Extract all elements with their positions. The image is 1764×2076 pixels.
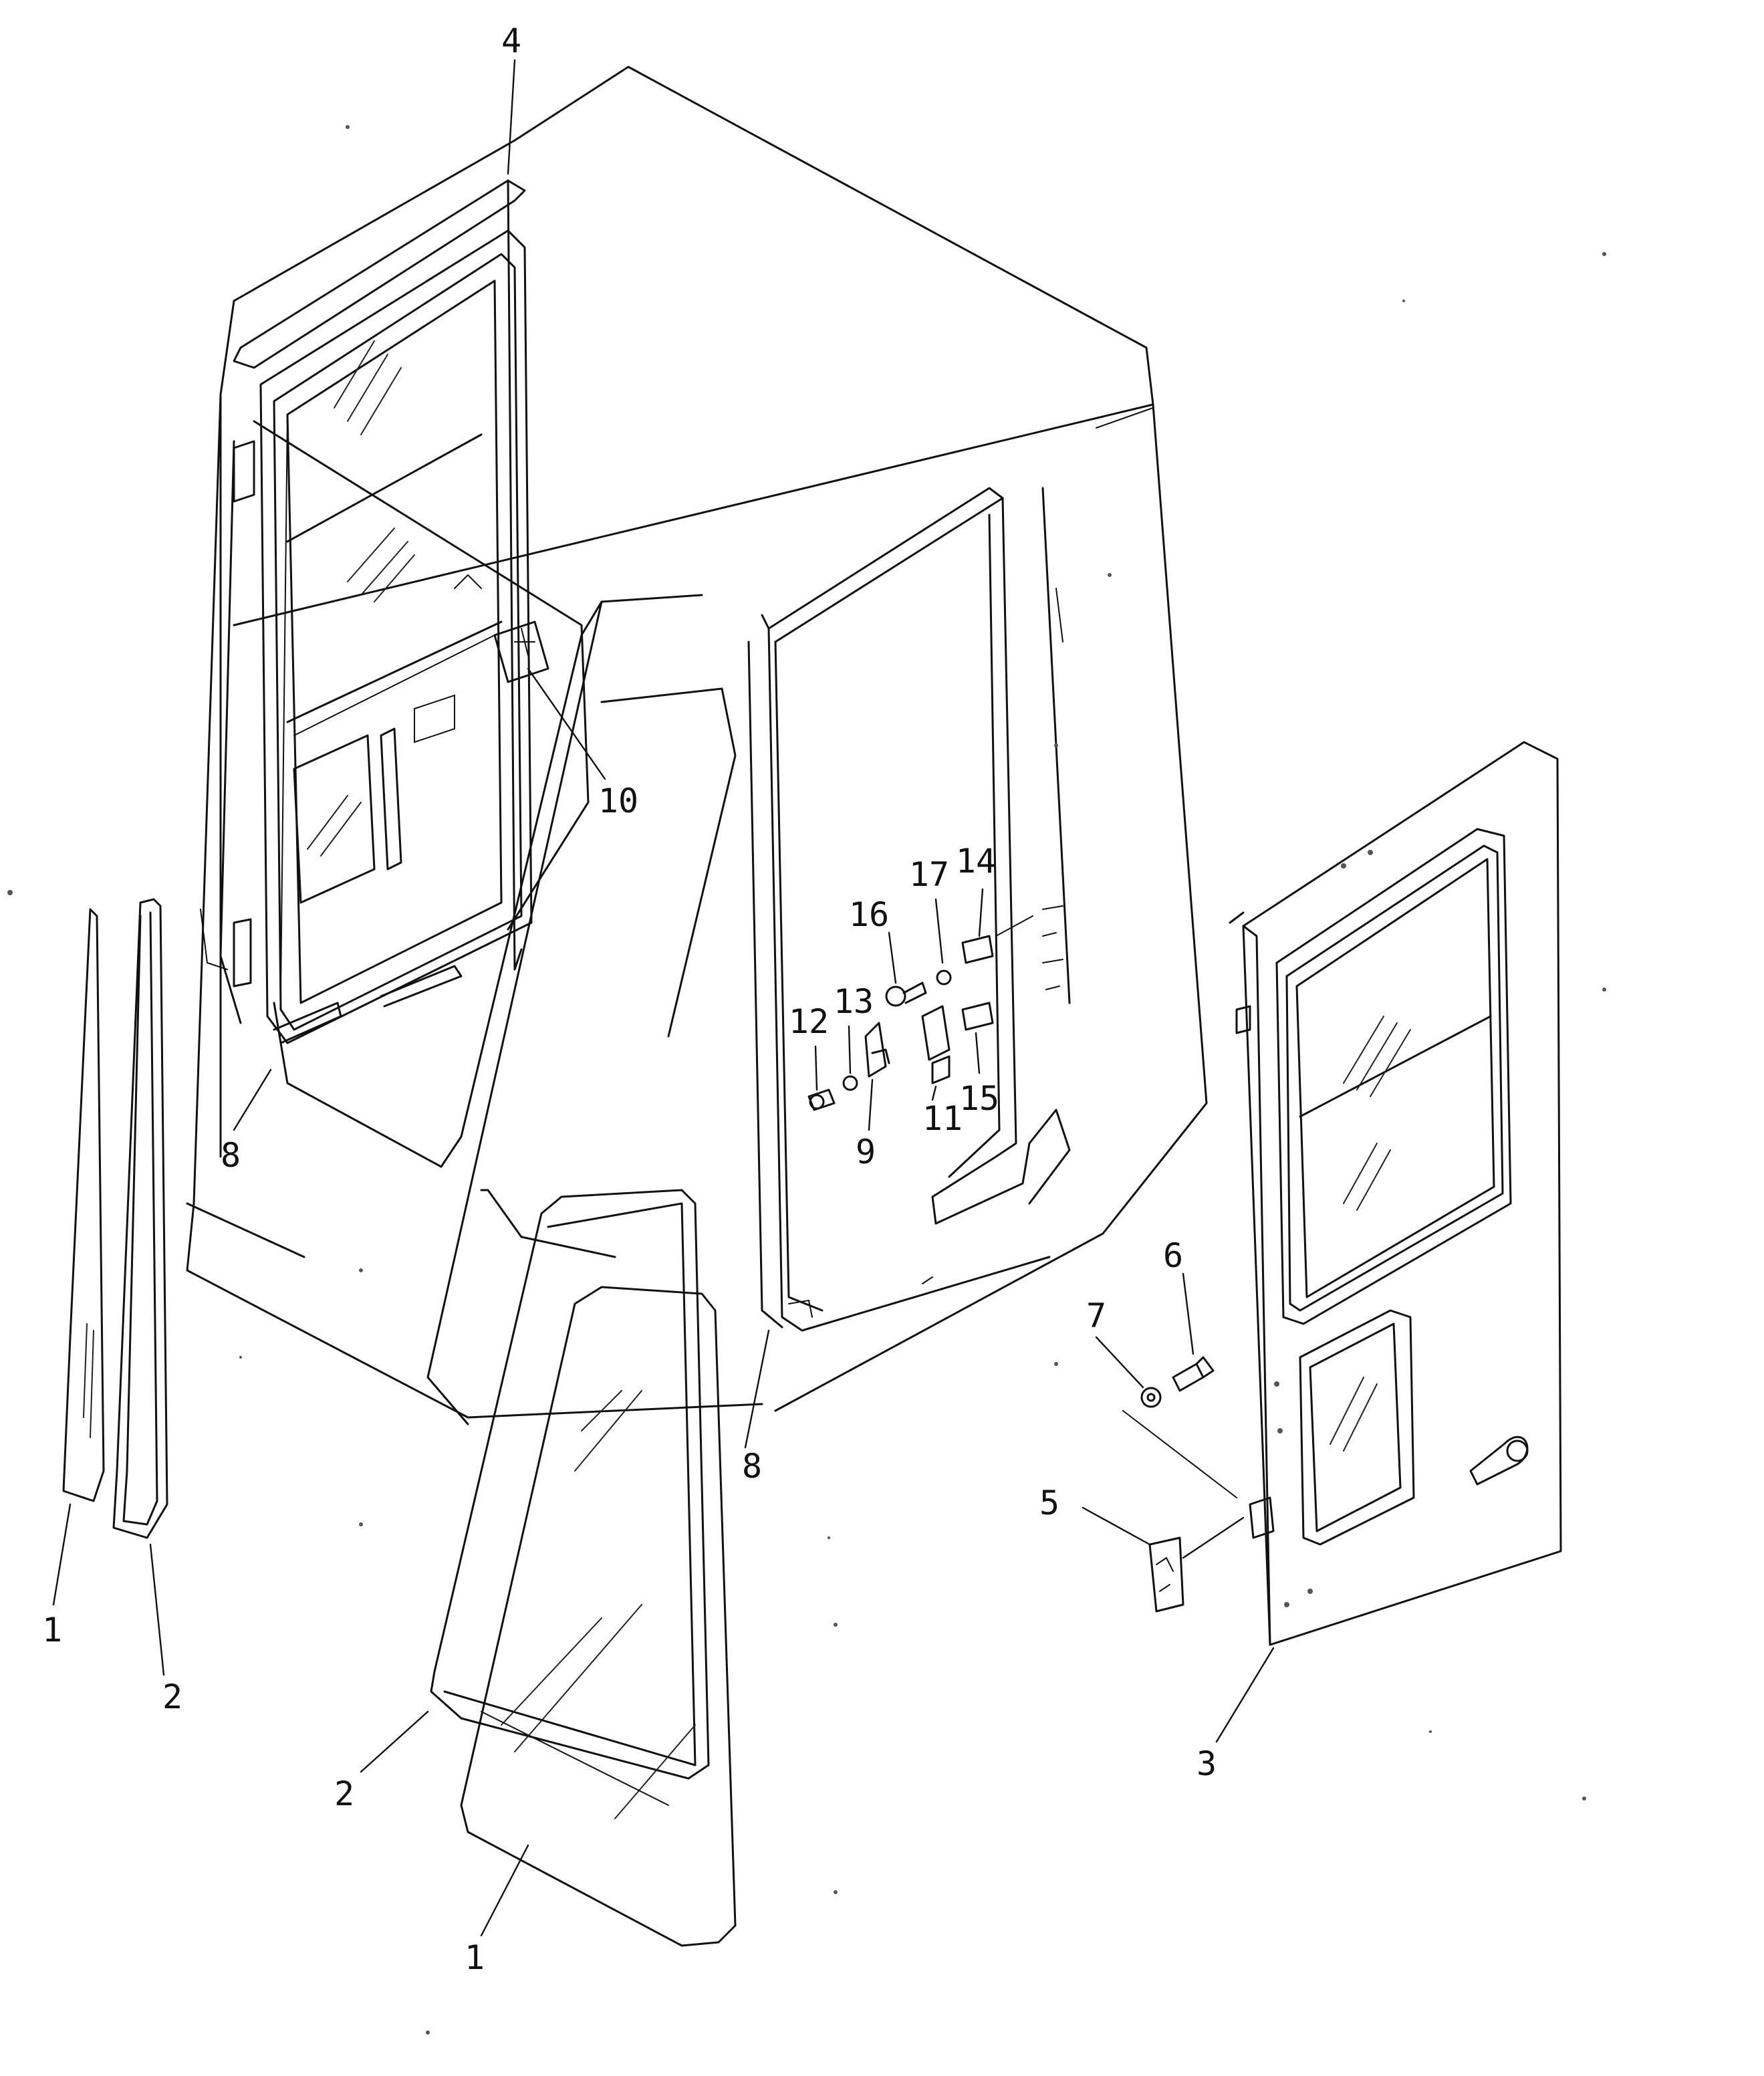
callout-16: 16: [849, 895, 889, 934]
callout-10: 10: [598, 782, 638, 820]
callout-1-front: 1: [465, 1938, 485, 1977]
door-fasteners: [1122, 1356, 1237, 1613]
callout-4: 4: [501, 21, 521, 60]
callout-17: 17: [909, 855, 949, 894]
leader-lines: [52, 59, 1275, 1937]
callout-9: 9: [856, 1133, 876, 1171]
callout-13: 13: [834, 982, 874, 1021]
callout-8-rear: 8: [221, 1136, 241, 1175]
callout-7: 7: [1086, 1296, 1106, 1335]
callout-15: 15: [959, 1079, 999, 1118]
rear-window-assembly: [200, 179, 590, 1044]
latch-hardware: [807, 905, 1063, 1111]
side-door: [1229, 741, 1562, 1646]
callout-12: 12: [789, 1002, 829, 1041]
callout-labels: 4 10 14 17 16 13 12 15 11 9 8 8 1 2 2 1 …: [42, 21, 1217, 1977]
callout-11: 11: [922, 1099, 963, 1138]
side-window-frame: [747, 487, 1071, 1332]
callout-2-left: 2: [162, 1678, 182, 1716]
callout-5: 5: [1039, 1484, 1059, 1522]
callout-1-left: 1: [42, 1611, 62, 1649]
glass-left: [62, 908, 105, 1502]
seal-front: [430, 1189, 710, 1780]
seal-left: [112, 898, 168, 1539]
cab-body: [186, 66, 1208, 1425]
callout-3: 3: [1196, 1744, 1217, 1783]
glass-front: [460, 1286, 737, 1947]
scan-specks: [7, 125, 1606, 2035]
callout-6: 6: [1163, 1236, 1183, 1275]
callout-14: 14: [956, 842, 996, 881]
callout-2-front: 2: [334, 1774, 354, 1813]
callout-8-side: 8: [742, 1447, 762, 1486]
